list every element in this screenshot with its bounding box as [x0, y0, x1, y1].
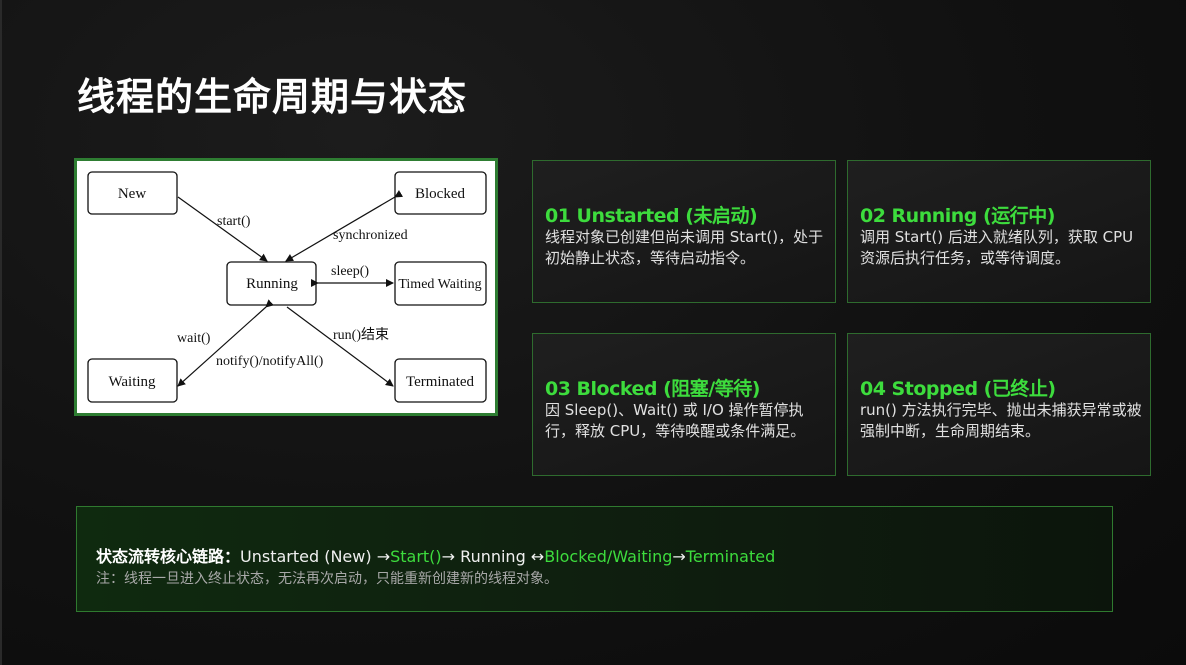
label-notify: notify()/notifyAll() [216, 354, 324, 369]
card-desc: run() 方法执行完毕、抛出未捕获异常或被强制中断，生命周期结束。 [860, 401, 1142, 440]
arrow-running-waiting [177, 299, 274, 387]
label-sleep: sleep() [331, 264, 369, 279]
state-waiting-label: Waiting [108, 374, 156, 390]
state-new-label: New [118, 186, 146, 202]
card-desc: 调用 Start() 后进入就绪队列，获取 CPU 资源后执行任务，或等待调度。 [860, 228, 1134, 267]
arrow-running-blocked [285, 190, 404, 262]
state-terminated-label: Terminated [406, 374, 475, 390]
state-running: Running [226, 261, 317, 306]
card-desc: 线程对象已创建但尚未调用 Start()，处于初始静止状态，等待启动指令。 [545, 228, 824, 267]
state-diagram-svg: New Blocked Running Timed Waiting Waitin… [87, 171, 487, 403]
state-running-label: Running [246, 276, 298, 292]
label-synchronized: synchronized [333, 228, 408, 243]
state-new: New [87, 171, 178, 215]
summary-label: 状态流转核心链路： [96, 547, 241, 566]
state-timed-waiting-label: Timed Waiting [398, 277, 481, 292]
state-blocked: Blocked [394, 171, 487, 215]
card-unstarted: 01 Unstarted (未启动) 线程对象已创建但尚未调用 Start()，… [532, 160, 836, 303]
state-waiting: Waiting [87, 358, 178, 403]
flow-terminated: Terminated [685, 547, 776, 566]
card-stopped: 04 Stopped (已终止) run() 方法执行完毕、抛出未捕获异常或被强… [847, 333, 1151, 476]
state-blocked-label: Blocked [415, 186, 465, 202]
card-title: 01 Unstarted (未启动) [545, 205, 758, 227]
flow-arrow: → [672, 547, 686, 566]
arrow-new-to-running [177, 196, 268, 262]
state-diagram: New Blocked Running Timed Waiting Waitin… [74, 158, 498, 416]
card-title: 02 Running (运行中) [860, 205, 1055, 227]
card-title: 04 Stopped (已终止) [860, 378, 1056, 400]
state-terminated: Terminated [394, 358, 487, 403]
flow-unstarted: Unstarted (New) → [240, 547, 391, 566]
page-title: 线程的生命周期与状态 [77, 75, 468, 119]
label-run-end: run()结束 [333, 327, 389, 343]
summary-note: 注：线程一旦进入终止状态，无法再次启动，只能重新创建新的线程对象。 [96, 571, 558, 587]
state-timed-waiting: Timed Waiting [394, 261, 487, 306]
card-desc: 因 Sleep()、Wait() 或 I/O 操作暂停执行，释放 CPU，等待唤… [545, 401, 806, 440]
label-wait: wait() [177, 331, 211, 346]
left-edge-divider [0, 0, 2, 665]
card-running: 02 Running (运行中) 调用 Start() 后进入就绪队列，获取 C… [847, 160, 1151, 303]
card-title: 03 Blocked (阻塞/等待) [545, 378, 760, 400]
label-start: start() [217, 214, 251, 229]
arrow-running-to-terminated [286, 306, 394, 387]
summary-flow: 状态流转核心链路：Unstarted (New) →Start()→ Runni… [96, 543, 775, 567]
flow-running: → Running ↔ [441, 547, 545, 566]
flow-start: Start() [390, 547, 442, 566]
card-blocked: 03 Blocked (阻塞/等待) 因 Sleep()、Wait() 或 I/… [532, 333, 836, 476]
summary-panel: 状态流转核心链路：Unstarted (New) →Start()→ Runni… [76, 506, 1113, 612]
flow-blocked-waiting: Blocked/Waiting [544, 547, 673, 566]
